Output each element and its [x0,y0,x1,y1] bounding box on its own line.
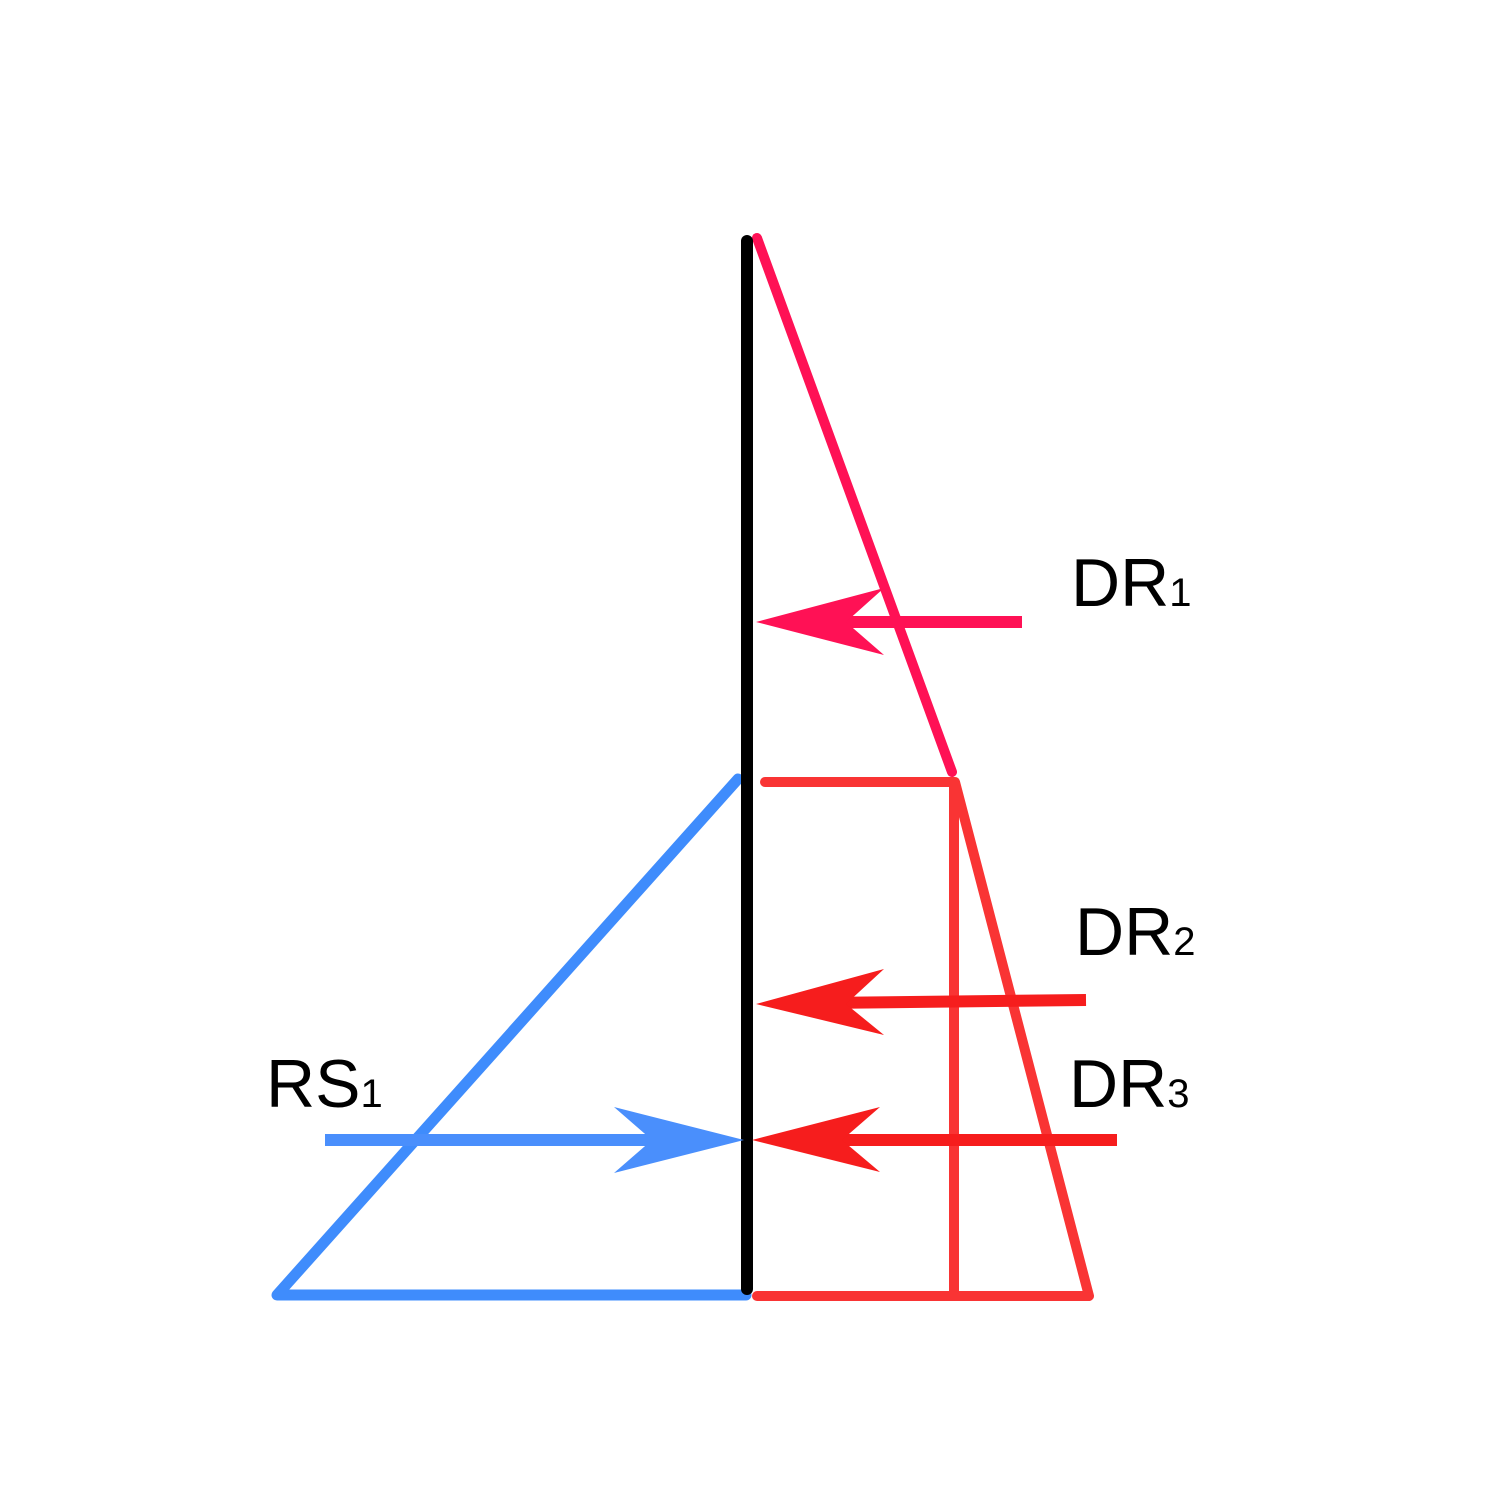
dr1-label-main: DR [1071,545,1169,621]
dr2-label: DR2 [1075,894,1195,970]
dr2-label-sub: 2 [1173,920,1195,964]
dr1-arrow [756,588,1022,655]
dr1-label-sub: 1 [1169,571,1191,615]
rs1-label: RS1 [266,1046,383,1122]
dr3-label-sub: 3 [1167,1072,1189,1116]
rs1-distribution-triangle [271,773,752,1301]
dr3-arrow [752,1107,1117,1172]
dr1-label: DR1 [1071,545,1191,621]
dr1-distribution-line [752,233,957,777]
rs1-label-sub: 1 [360,1072,382,1116]
dr2-label-main: DR [1075,894,1173,970]
dr2-arrow [756,969,1087,1035]
dr3-label: DR3 [1069,1046,1189,1122]
rs1-arrow [325,1107,744,1173]
dr3-label-main: DR [1069,1046,1167,1122]
rs1-label-main: RS [266,1046,360,1122]
dr-block-outline [752,777,1094,1301]
